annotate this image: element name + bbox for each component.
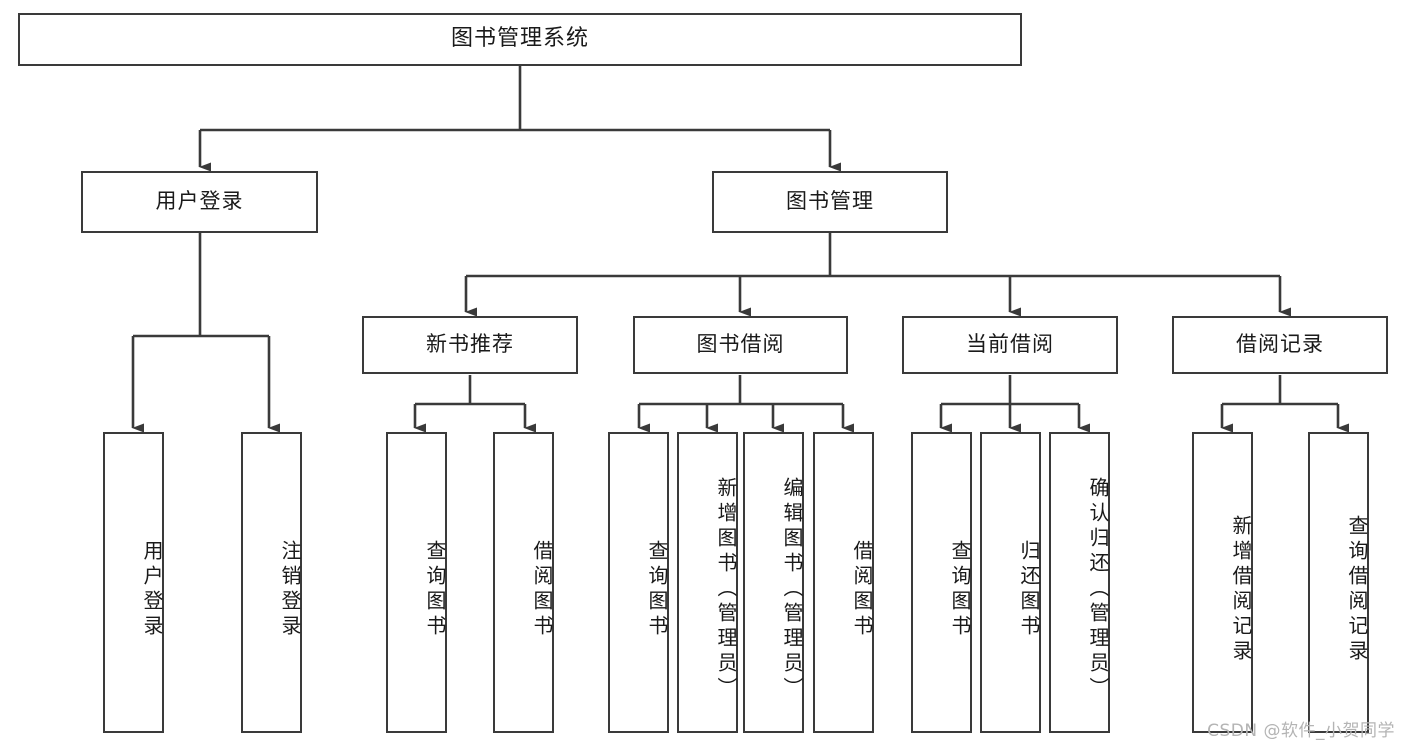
node-current-borrow[interactable]: 当前借阅	[902, 316, 1118, 374]
node-root-book-management-system[interactable]: 图书管理系统	[18, 13, 1022, 66]
leaf-query-book-current[interactable]: 查询图书	[911, 432, 972, 733]
watermark-text: CSDN @软件_小贺同学	[1207, 721, 1395, 741]
node-label: 查询图书	[948, 539, 972, 640]
leaf-edit-book-admin[interactable]: 编辑图书（管理员）	[743, 432, 804, 733]
leaf-confirm-return-admin[interactable]: 确认归还（管理员）	[1049, 432, 1110, 733]
node-label: 用户登录	[140, 539, 164, 640]
node-label: 借阅图书	[850, 539, 874, 640]
node-label: 新增借阅记录	[1229, 514, 1253, 665]
leaf-return-book[interactable]: 归还图书	[980, 432, 1041, 733]
node-label: 图书借阅	[696, 332, 785, 357]
leaf-add-borrow-record[interactable]: 新增借阅记录	[1192, 432, 1253, 733]
node-label: 查询图书	[423, 539, 447, 640]
node-label: 新增图书（管理员）	[714, 477, 738, 702]
node-label: 图书管理系统	[450, 26, 589, 52]
node-label: 新书推荐	[426, 332, 514, 357]
node-label: 图书管理	[786, 189, 874, 214]
node-book-borrow[interactable]: 图书借阅	[633, 316, 848, 374]
leaf-add-book-admin[interactable]: 新增图书（管理员）	[677, 432, 738, 733]
node-label: 当前借阅	[966, 332, 1054, 357]
leaf-borrow-book-recommend[interactable]: 借阅图书	[493, 432, 554, 733]
node-borrow-record[interactable]: 借阅记录	[1172, 316, 1388, 374]
node-label: 用户登录	[155, 189, 244, 214]
node-label: 编辑图书（管理员）	[780, 477, 804, 702]
node-label: 注销登录	[278, 539, 302, 640]
leaf-user-login[interactable]: 用户登录	[103, 432, 164, 733]
node-label: 查询借阅记录	[1345, 514, 1369, 665]
node-label: 查询图书	[645, 539, 669, 640]
node-label: 借阅图书	[530, 539, 554, 640]
node-new-book-recommend[interactable]: 新书推荐	[362, 316, 578, 374]
leaf-query-book-recommend[interactable]: 查询图书	[386, 432, 447, 733]
node-label: 借阅记录	[1236, 332, 1324, 357]
node-book-management[interactable]: 图书管理	[712, 171, 948, 233]
node-label: 归还图书	[1017, 539, 1041, 640]
leaf-borrow-book[interactable]: 借阅图书	[813, 432, 874, 733]
node-label: 确认归还（管理员）	[1086, 477, 1110, 702]
node-user-login[interactable]: 用户登录	[81, 171, 318, 233]
leaf-query-borrow-record[interactable]: 查询借阅记录	[1308, 432, 1369, 733]
leaf-query-book-borrow[interactable]: 查询图书	[608, 432, 669, 733]
leaf-user-logout[interactable]: 注销登录	[241, 432, 302, 733]
